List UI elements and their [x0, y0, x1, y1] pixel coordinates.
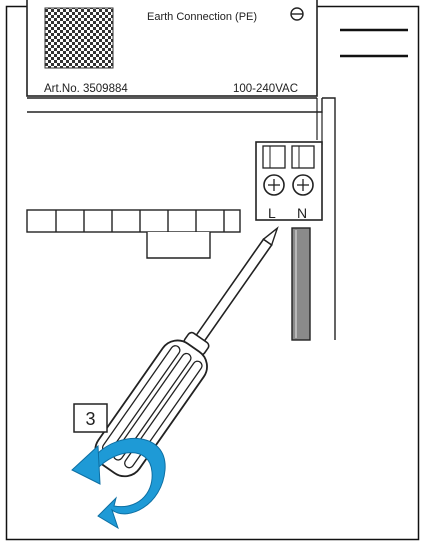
terminal-label-n: N — [297, 205, 307, 221]
step-number: 3 — [85, 409, 95, 429]
earth-connection-label: Earth Connection (PE) — [147, 11, 257, 23]
step-number-box: 3 — [73, 403, 108, 433]
article-number: Art.No. 3509884 — [44, 83, 128, 95]
terminal-label-l: L — [268, 205, 276, 221]
rotation-arrow-icon — [71, 437, 166, 530]
terminal-block — [255, 141, 323, 221]
din-rail-clips — [26, 209, 241, 259]
earth-symbol-icon — [290, 7, 304, 21]
power-cable — [291, 227, 311, 341]
qr-code — [44, 7, 114, 69]
voltage-rating: 100-240VAC — [233, 83, 298, 95]
